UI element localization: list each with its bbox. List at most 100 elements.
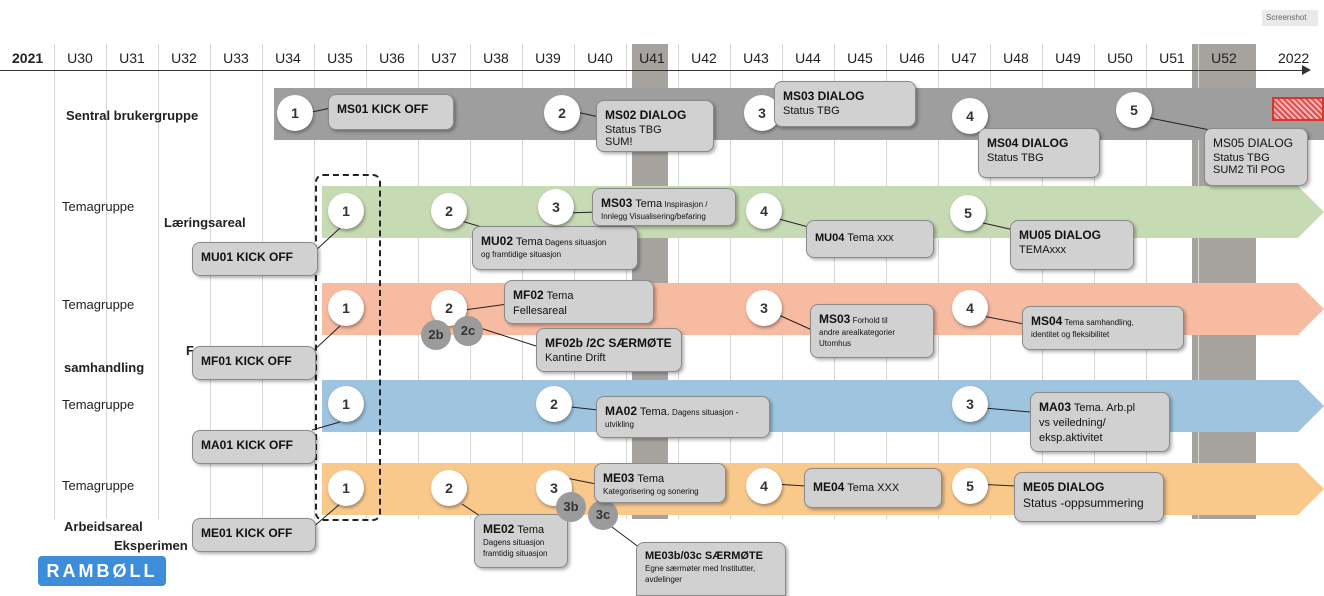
marker-l3: 3 bbox=[538, 189, 574, 225]
box-me01: ME01 KICK OFF bbox=[192, 518, 316, 552]
box-mf02: MF02 Tema Fellesareal bbox=[504, 280, 654, 324]
fs03-small1: andre arealkategorier bbox=[819, 327, 896, 337]
marker-f2c: 2c bbox=[453, 316, 483, 346]
red-marker bbox=[1272, 97, 1324, 121]
box-mu01: MU01 KICK OFF bbox=[192, 242, 318, 276]
me04-code: ME04 bbox=[813, 480, 845, 494]
box-ms04: MS04 DIALOG Status TBG bbox=[978, 128, 1100, 178]
week-label: U30 bbox=[67, 50, 93, 66]
ma03-code: MA03 bbox=[1039, 400, 1072, 414]
marker-s4: 4 bbox=[952, 98, 988, 134]
week-label: U42 bbox=[691, 50, 717, 66]
mf02-word: Tema bbox=[543, 290, 574, 302]
me04-word: Tema XXX bbox=[844, 482, 900, 494]
row-label-arbeidsareal: Arbeidsareal bbox=[64, 519, 143, 534]
week-label: U45 bbox=[847, 50, 873, 66]
me03-small1: Kategorisering og sonering bbox=[603, 486, 699, 496]
marker-e2: 2 bbox=[431, 470, 467, 506]
timeline-arrow bbox=[1302, 65, 1311, 75]
marker-l1: 1 bbox=[328, 193, 364, 229]
marker-l5: 5 bbox=[950, 195, 986, 231]
mf02b-line1: Kantine Drift bbox=[545, 352, 606, 365]
week-label: U52 bbox=[1211, 50, 1237, 66]
mu02-word: Tema bbox=[513, 236, 543, 248]
box-me04: ME04 Tema XXX bbox=[804, 468, 942, 508]
mu02-small1: Dagens situasjon bbox=[542, 238, 607, 247]
ms04-title: MS04 DIALOG bbox=[987, 136, 1069, 150]
ma02-code: MA02 bbox=[605, 404, 638, 418]
band-eksperiment-arrow bbox=[1298, 463, 1324, 515]
week-label: U36 bbox=[379, 50, 405, 66]
box-me05: ME05 DIALOG Status -oppsummering bbox=[1014, 472, 1164, 522]
week-gridline bbox=[938, 44, 939, 519]
week-gridline bbox=[470, 44, 471, 519]
ms03-title: MS03 DIALOG bbox=[783, 89, 865, 103]
marker-f3: 3 bbox=[746, 290, 782, 326]
row-label-temagruppe-3: Temagruppe bbox=[62, 397, 135, 412]
me03-code: ME03 bbox=[603, 471, 635, 485]
band-laeringsareal-arrow bbox=[1298, 186, 1324, 238]
week-gridline bbox=[1094, 44, 1095, 519]
mu01-title: MU01 KICK OFF bbox=[201, 250, 294, 264]
week-gridline bbox=[1146, 44, 1147, 519]
me05-line1: Status -oppsummering bbox=[1023, 496, 1144, 511]
ms01-title: MS01 KICK OFF bbox=[337, 102, 429, 116]
week-label: U43 bbox=[743, 50, 769, 66]
ms03-line1: Status TBG bbox=[783, 105, 840, 118]
band-arbeid-arrow bbox=[1298, 380, 1324, 432]
mu04-word: Tema xxx bbox=[844, 232, 894, 244]
week-gridline bbox=[314, 44, 315, 519]
fs03-code: MS03 bbox=[819, 312, 851, 326]
box-ms03-forhold: MS03 Forhold til andre arealkategorier U… bbox=[810, 304, 934, 358]
week-label: U31 bbox=[119, 50, 145, 66]
mu03-small1: Inspirasjon / bbox=[662, 200, 708, 209]
week-gridline bbox=[54, 44, 55, 519]
week-gridline bbox=[366, 44, 367, 519]
ma03-line2: eksp.aktivitet bbox=[1039, 431, 1103, 444]
ramboll-logo: RAMBØLL bbox=[38, 556, 166, 586]
marker-e4: 4 bbox=[746, 468, 782, 504]
week-label: U39 bbox=[535, 50, 561, 66]
box-ms04-tema: MS04 Tema samhandling, identitet og flek… bbox=[1022, 306, 1184, 350]
marker-e1: 1 bbox=[328, 470, 364, 506]
week-label: U48 bbox=[1003, 50, 1029, 66]
marker-e5: 5 bbox=[952, 468, 988, 504]
mu05-title: MU05 DIALOG bbox=[1019, 228, 1102, 242]
marker-a1: 1 bbox=[328, 386, 364, 422]
marker-f2b: 2b bbox=[421, 320, 451, 350]
week-gridline bbox=[158, 44, 159, 519]
fs04-code: MS04 bbox=[1031, 314, 1063, 328]
week-label: U41 bbox=[639, 50, 665, 66]
marker-l4: 4 bbox=[746, 193, 782, 229]
marker-e3c: 3c bbox=[588, 500, 618, 530]
week-label: U47 bbox=[951, 50, 977, 66]
ms05-line2: SUM2 Til POG bbox=[1213, 164, 1286, 177]
me03b-title: ME03b/03c SÆRMØTE bbox=[645, 550, 763, 562]
week-label: U40 bbox=[587, 50, 613, 66]
ma03-line1: vs veiledning/ bbox=[1039, 416, 1106, 429]
week-gridline bbox=[210, 44, 211, 519]
row-label-sentral: Sentral brukergruppe bbox=[66, 108, 199, 123]
mu02-code: MU02 bbox=[481, 234, 514, 248]
week-label: U51 bbox=[1159, 50, 1185, 66]
week-label: U46 bbox=[899, 50, 925, 66]
marker-f1: 1 bbox=[328, 290, 364, 326]
box-mu05: MU05 DIALOG TEMAxxx bbox=[1010, 220, 1134, 270]
week-gridline bbox=[418, 44, 419, 519]
mu02-small2: og framtidige situasjon bbox=[481, 249, 562, 259]
week-label: U32 bbox=[171, 50, 197, 66]
ms05-line1: Status TBG bbox=[1213, 152, 1270, 165]
marker-s5: 5 bbox=[1116, 92, 1152, 128]
ms02-line1: Status TBG bbox=[605, 124, 662, 137]
week-gridline bbox=[1042, 44, 1043, 519]
marker-a2: 2 bbox=[536, 386, 572, 422]
ms04-line1: Status TBG bbox=[987, 152, 1044, 165]
box-ma02: MA02 Tema. Dagens situasjon - utvikling bbox=[596, 396, 770, 438]
row-label-temagruppe-4: Temagruppe bbox=[62, 478, 135, 493]
week-gridline bbox=[782, 44, 783, 519]
week-label: U38 bbox=[483, 50, 509, 66]
box-ms01: MS01 KICK OFF bbox=[328, 94, 454, 130]
box-ms02: MS02 DIALOG Status TBG SUM! bbox=[596, 100, 714, 152]
ms02-title: MS02 DIALOG bbox=[605, 108, 687, 122]
week-gridline bbox=[262, 44, 263, 519]
